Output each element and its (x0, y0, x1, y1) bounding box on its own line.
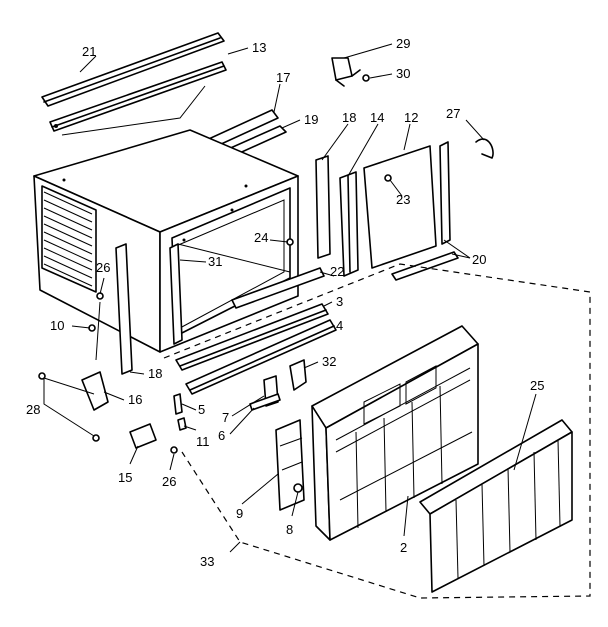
callout-6: 6 (218, 428, 225, 443)
leader-lines (71, 43, 537, 537)
callout-12: 12 (404, 110, 418, 125)
part-18-right-strip (315, 155, 331, 259)
callout-13: 13 (252, 40, 266, 55)
part-30-screw (362, 74, 370, 82)
assembly-33-outline (163, 263, 591, 599)
callout-4: 4 (336, 318, 343, 333)
callout-15: 15 (118, 470, 132, 485)
callout-9: 9 (236, 506, 243, 521)
callout-3: 3 (336, 294, 343, 309)
part-22-rail (231, 267, 325, 309)
callout-2: 2 (400, 540, 407, 555)
callout-29: 29 (396, 36, 410, 51)
part-11-clip (177, 417, 187, 431)
part-6-bracket (249, 393, 281, 411)
callout-18-lower: 18 (148, 366, 162, 381)
part-9-control-panel (275, 419, 305, 511)
part-29-bracket (331, 57, 361, 87)
part-26-screw-bottom (170, 446, 178, 454)
callout-labels: 21 13 29 30 17 19 18 14 12 27 23 20 24 2… (26, 36, 544, 569)
callout-28: 28 (26, 402, 40, 417)
callout-33: 33 (200, 554, 214, 569)
callout-27: 27 (446, 106, 460, 121)
callout-19: 19 (304, 112, 318, 127)
callout-14: 14 (370, 110, 384, 125)
part-27-handle (475, 138, 494, 159)
part-12-panel (363, 145, 437, 269)
callout-26-lower: 26 (162, 474, 176, 489)
callout-30: 30 (396, 66, 410, 81)
callout-20: 20 (472, 252, 486, 267)
part-21-top-rail (41, 32, 225, 107)
part-25-filter (419, 419, 573, 593)
part-15-bracket (129, 423, 157, 449)
part-18-left-strip (115, 243, 133, 375)
callout-7: 7 (222, 410, 229, 425)
callout-17: 17 (276, 70, 290, 85)
part-13-angle-rail (49, 61, 227, 132)
part-14-strip (339, 171, 359, 277)
part-16-bracket (81, 371, 109, 411)
part-23-screw (384, 174, 392, 182)
part-5-clip (173, 393, 183, 415)
callout-11: 11 (196, 434, 210, 449)
part-2-front-grille (311, 325, 479, 541)
callout-31: 31 (208, 254, 222, 269)
callout-16: 16 (128, 392, 142, 407)
part-4-rail (185, 319, 337, 395)
callout-24: 24 (254, 230, 268, 245)
callout-26-upper: 26 (96, 260, 110, 275)
part-32-bracket (289, 359, 307, 391)
part-28-screws (38, 372, 100, 442)
callout-18-upper: 18 (342, 110, 356, 125)
part-20-strips (391, 141, 459, 281)
callout-25: 25 (530, 378, 544, 393)
callout-5: 5 (198, 402, 205, 417)
callout-8: 8 (286, 522, 293, 537)
part-3-rail (175, 303, 329, 371)
callout-32: 32 (322, 354, 336, 369)
callout-22: 22 (330, 264, 344, 279)
part-31-frame-bar (169, 243, 183, 345)
part-8-knob (293, 483, 303, 493)
callout-21: 21 (82, 44, 96, 59)
callout-10: 10 (50, 318, 64, 333)
callout-23: 23 (396, 192, 410, 207)
